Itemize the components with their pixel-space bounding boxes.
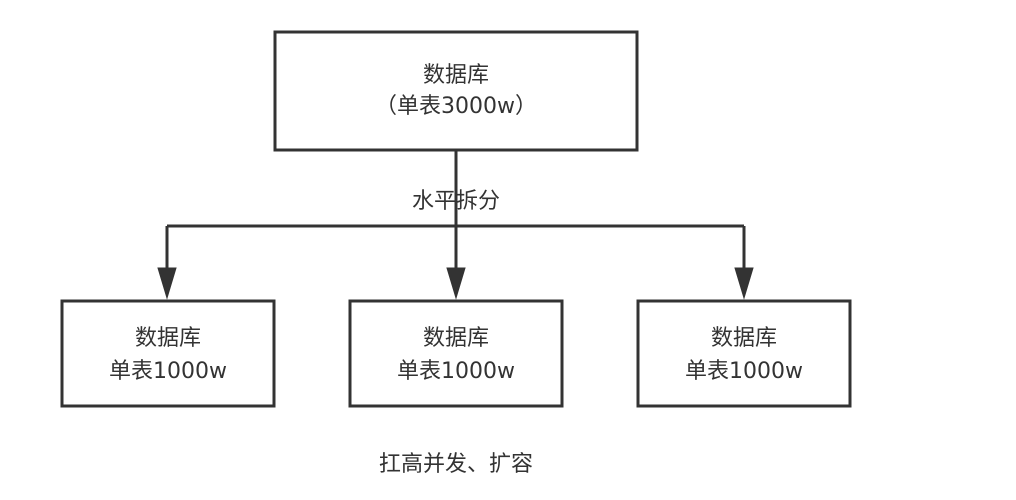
target-node-3-box <box>636 299 852 408</box>
middle-arrowhead-icon <box>446 267 466 300</box>
target-node-1-box <box>60 299 276 408</box>
footer-note: 扛高并发、扩容 <box>379 452 533 477</box>
target-node-2-box <box>348 299 564 408</box>
right-arrowhead-icon <box>734 267 754 300</box>
target-node-3-title: 数据库 <box>711 326 777 351</box>
target-node-2-detail: 单表1000w <box>397 359 515 384</box>
target-node-3: 数据库 单表1000w <box>636 299 852 408</box>
left-arrowhead-icon <box>157 267 177 300</box>
source-node: 数据库 （单表3000w） <box>273 30 639 152</box>
target-node-2: 数据库 单表1000w <box>348 299 564 408</box>
split-label: 水平拆分 <box>412 189 500 214</box>
target-node-2-title: 数据库 <box>423 326 489 351</box>
target-node-1: 数据库 单表1000w <box>60 299 276 408</box>
target-node-3-detail: 单表1000w <box>685 359 803 384</box>
source-node-detail: （单表3000w） <box>375 94 537 119</box>
source-node-title: 数据库 <box>423 63 489 88</box>
target-node-1-detail: 单表1000w <box>109 359 227 384</box>
source-node-box <box>273 30 639 152</box>
target-node-1-title: 数据库 <box>135 326 201 351</box>
connectors <box>157 150 754 300</box>
